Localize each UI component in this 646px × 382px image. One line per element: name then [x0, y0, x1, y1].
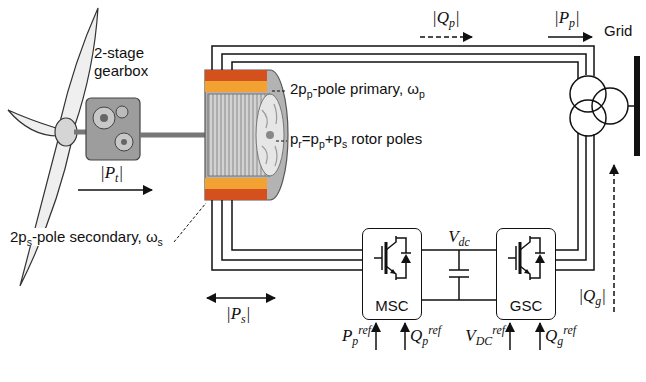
reactive-power-arrow: [420, 36, 472, 38]
power-symbol: |Qg|: [578, 286, 606, 306]
subscript: s: [158, 236, 163, 248]
grid-side-wires: [556, 133, 594, 270]
gearbox: [86, 98, 140, 160]
leader-line: [174, 203, 206, 242]
igbt-symbol: [374, 236, 411, 280]
part-name: 2pp-pole primary, ωp: [290, 80, 425, 98]
shaft: [140, 133, 208, 138]
signal-name: Qpref: [410, 326, 441, 346]
power-symbol: |Ps|: [226, 304, 250, 324]
power-arrow: [548, 36, 592, 38]
part-name: 2-stage gearbox: [94, 44, 162, 80]
grid-bus: [634, 56, 640, 156]
subscript: t: [115, 171, 118, 185]
superscript: ref: [428, 323, 441, 337]
igbt-symbol: [508, 236, 545, 280]
subscript: g: [595, 294, 601, 308]
power-arrow: [78, 189, 152, 191]
subscript: p: [449, 16, 455, 30]
subscript: p: [419, 88, 425, 100]
superscript: ref: [563, 323, 576, 337]
primary-wires: [212, 46, 594, 80]
signal-name: Ppref: [342, 326, 371, 346]
converter-box: GSC: [496, 228, 556, 320]
leader-line: [272, 91, 286, 92]
generator: [205, 70, 288, 200]
converter-label: GSC: [510, 297, 543, 319]
power-symbol: |Pt|: [100, 163, 123, 183]
leader-line: [276, 141, 287, 142]
secondary-wires: [212, 200, 362, 270]
power-symbol: |Qp|: [432, 8, 460, 28]
part-name: Grid: [604, 22, 632, 40]
transformer: [570, 76, 628, 136]
subscript: p: [352, 334, 358, 348]
part-name: pr=pp+ps rotor poles: [290, 130, 422, 148]
subscript: p: [319, 138, 325, 150]
subscript: s: [241, 312, 246, 326]
subscript: p: [307, 88, 313, 100]
converter-label: MSC: [375, 297, 408, 319]
subscript: g: [557, 334, 563, 348]
power-symbol: |Pp|: [554, 8, 580, 28]
subscript: s: [342, 138, 347, 150]
reference-arrows: [376, 323, 540, 350]
subscript: p: [422, 334, 428, 348]
grid-wire: [628, 105, 634, 107]
subscript: p: [569, 16, 575, 30]
voltage-label: Vdc: [446, 227, 472, 247]
part-name: 2ps-pole secondary, ωs: [8, 228, 165, 246]
subscript: DC: [476, 334, 493, 348]
subscript: s: [27, 236, 32, 248]
converter-box: MSC: [362, 228, 422, 320]
superscript: ref: [492, 323, 505, 337]
dc-link-rail: [422, 249, 496, 251]
signal-name: Qgref: [545, 326, 576, 346]
subscript: dc: [459, 235, 470, 249]
power-arrow: [207, 297, 275, 299]
superscript: ref: [358, 323, 371, 337]
signal-name: VDCref: [465, 326, 505, 346]
reactive-power-arrow: [613, 165, 615, 312]
dc-link: [422, 250, 496, 300]
subscript: r: [298, 138, 302, 150]
